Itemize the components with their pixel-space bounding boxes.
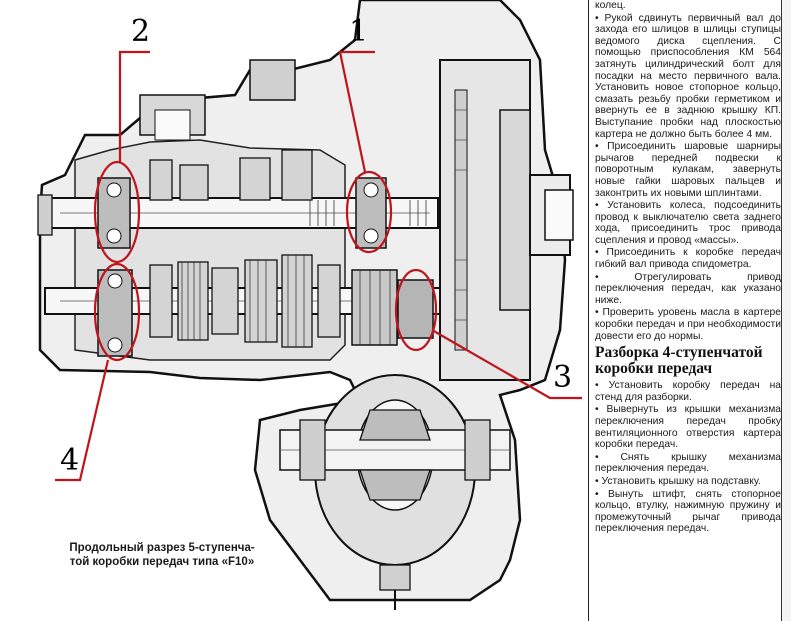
callout-label-1: 1 <box>349 14 369 49</box>
callout-label-3: 3 <box>553 360 573 395</box>
caption-line-1: Продольный разрез 5-ступенча- <box>69 542 255 554</box>
section-heading: Разборка 4-ступенчатой коробки передач <box>595 344 763 378</box>
callout-circle-3 <box>394 268 438 352</box>
paragraph: • Установить коробку передач на стенд дл… <box>595 380 781 403</box>
callout-circle-2 <box>93 160 141 264</box>
text-column: колец. • Рукой сдвинуть первичный вал до… <box>588 0 789 621</box>
leader-4 <box>55 359 110 482</box>
gearbox-drawing <box>37 0 582 610</box>
text-column-inner: колец. • Рукой сдвинуть первичный вал до… <box>595 0 781 536</box>
paragraph: • Снять крышку механизма переключения пе… <box>595 451 781 475</box>
leader-2 <box>118 50 150 162</box>
paragraph: колец. <box>595 0 626 11</box>
paragraph: • Отрегулировать привод переключения пер… <box>595 271 781 306</box>
callout-circle-1 <box>345 170 393 254</box>
leader-3 <box>431 329 582 400</box>
callout-circle-4 <box>93 262 141 362</box>
callout-label-4: 4 <box>60 443 80 478</box>
callout-label-2: 2 <box>131 14 151 49</box>
paragraph: • Вывернуть из крышки механизма переключ… <box>595 404 781 451</box>
figure-caption: Продольный разрез 5-ступенча- той коробк… <box>42 541 282 569</box>
gearbox-cross-section-figure: 2 1 3 4 Продольный разрез 5-ступенча- то… <box>37 0 582 610</box>
paragraph: • Присоединить к коробке передач гибкий … <box>595 247 781 271</box>
paragraph: • Вынуть штифт, снять стопорное кольцо, … <box>595 488 781 535</box>
paragraph: • Установить колеса, подсоединить провод… <box>595 200 781 246</box>
caption-line-2: той коробки передач типа «F10» <box>69 556 255 568</box>
page-edge <box>781 0 791 621</box>
paragraph: • Рукой сдвинуть первичный вал до захода… <box>595 12 781 140</box>
leader-1 <box>338 50 375 173</box>
paragraph: • Установить крышку на подставку. <box>595 475 761 487</box>
paragraph: • Присоединить шаровые шарниры рычагов п… <box>595 141 781 199</box>
paragraph: • Проверить уровень масла в картере коро… <box>595 307 781 342</box>
